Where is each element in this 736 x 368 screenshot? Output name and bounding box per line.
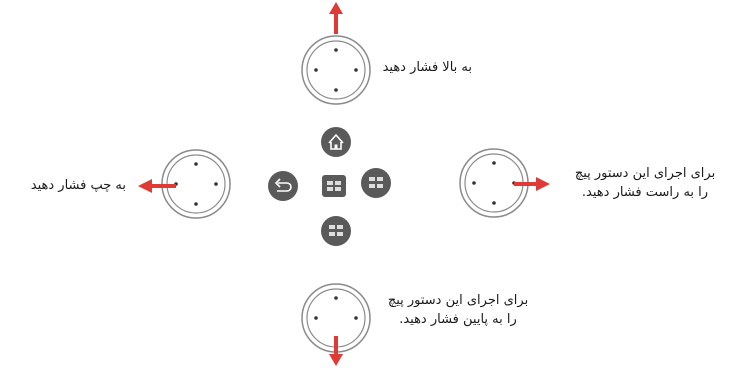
label-right-line1: برای اجرای این دستور پیچ (574, 166, 716, 181)
knob-dot (194, 202, 198, 206)
knob-left[interactable] (161, 149, 231, 219)
knob-dot (214, 182, 218, 186)
label-left: به چپ فشار دهید (30, 178, 126, 193)
knob-dot (334, 88, 338, 92)
home-icon (328, 134, 344, 150)
settings-icon (369, 177, 383, 188)
menu-button[interactable] (322, 175, 346, 197)
home-button[interactable] (321, 127, 351, 157)
arrow-up-icon (329, 2, 343, 34)
arrow-left-icon (138, 179, 176, 193)
settings-icon (329, 225, 343, 236)
knob-dot (314, 68, 318, 72)
menu-icon (327, 181, 341, 191)
label-down-line2: را به پایین فشار دهید. (399, 312, 517, 327)
label-down-line1: برای اجرای این دستور پیچ (387, 293, 529, 308)
knob-dot (492, 201, 496, 205)
arrow-down-icon (329, 336, 343, 366)
knob-top[interactable] (301, 35, 371, 105)
label-right-line2: را به راست فشار دهید. (581, 185, 709, 200)
knob-dot (314, 316, 318, 320)
back-arrow-icon (274, 178, 292, 192)
knob-dot (334, 48, 338, 52)
back-button[interactable] (268, 171, 298, 201)
label-right: برای اجرای این دستور پیچ را به راست فشار… (557, 164, 733, 202)
knob-dot (354, 316, 358, 320)
knob-dot (492, 161, 496, 165)
label-down: برای اجرای این دستور پیچ را به پایین فشا… (370, 291, 546, 329)
arrow-right-icon (514, 177, 550, 191)
knob-right[interactable] (459, 148, 529, 218)
knob-dot (194, 162, 198, 166)
knob-dot (334, 296, 338, 300)
settings-button-bottom[interactable] (321, 216, 351, 246)
settings-button-right[interactable] (361, 168, 391, 198)
knob-dot (472, 181, 476, 185)
label-up: به بالا فشار دهید (382, 60, 472, 75)
knob-dot (354, 68, 358, 72)
